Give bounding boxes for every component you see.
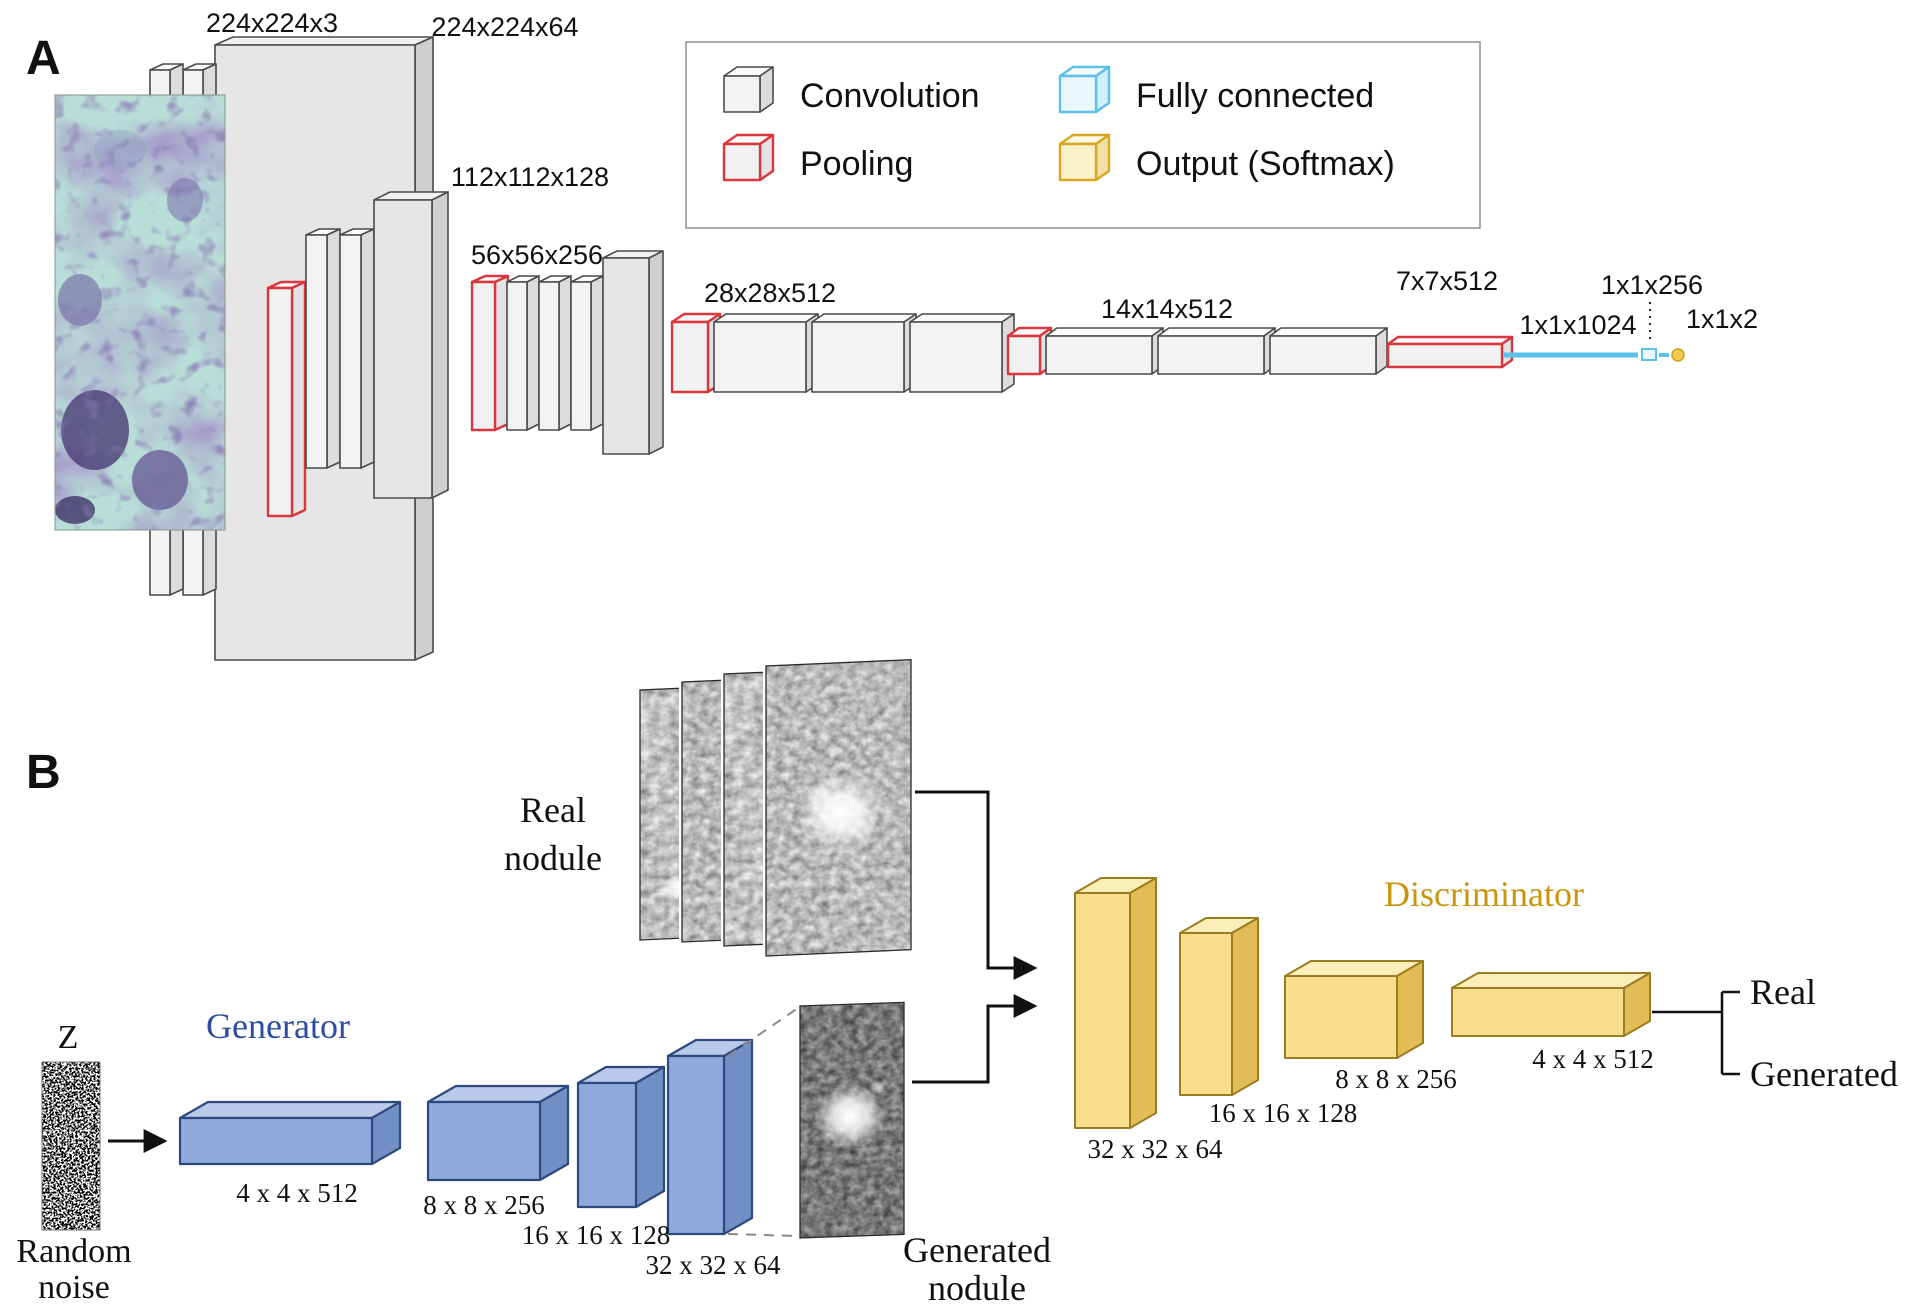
conv-28-box-1 [713, 313, 819, 393]
z-label: Z [58, 1019, 79, 1056]
generated-nodule-label-line1: Generated [903, 1230, 1051, 1270]
projection-dash-bottom [727, 1233, 799, 1237]
generator-dim-2: 8 x 8 x 256 [423, 1190, 545, 1220]
discriminator-boxes [1074, 877, 1651, 1129]
discriminator-layer-2 [1179, 917, 1259, 1096]
noise-texture [42, 1062, 100, 1230]
pool-layer-112 [266, 280, 307, 518]
dim-label-56x56x256: 56x56x256 [471, 240, 603, 270]
generated-nodule-image [797, 999, 907, 1242]
input-histology-image [54, 94, 226, 531]
fully-connected-layers [1504, 302, 1685, 362]
panel-a-label: A [26, 32, 61, 85]
legend-cubes [722, 65, 1111, 182]
pool-layer-7 [1386, 335, 1514, 369]
dim-label-1x1x256: 1x1x256 [1601, 270, 1703, 300]
generator-layer-4 [666, 1038, 754, 1236]
dim-label-224x224x3: 224x224x3 [206, 8, 338, 38]
generated-nodule-label-line2: nodule [928, 1268, 1026, 1306]
pooling-legend-cube [722, 133, 775, 182]
generator-projection-dashes [727, 1007, 799, 1237]
output-legend-cube [1058, 133, 1111, 182]
legend-label-convolution: Convolution [800, 77, 980, 115]
discriminator-layer-3 [1284, 960, 1424, 1059]
dim-label-1x1x2: 1x1x2 [1686, 304, 1758, 334]
real-nodule-slice-4 [763, 656, 914, 960]
conv-28-box-3 [909, 313, 1015, 393]
conv-56-slab-2 [538, 275, 572, 431]
legend: Convolution Pooling Fully connected Outp… [685, 41, 1481, 229]
legend-label-output-softmax: Output (Softmax) [1136, 145, 1395, 183]
conv-56-slab-big [602, 250, 664, 455]
convolution-legend-cube [723, 66, 774, 113]
panel-b-label: B [26, 746, 61, 799]
discriminator-dim-3: 8 x 8 x 256 [1335, 1064, 1457, 1094]
random-noise-label-line1: Random [16, 1233, 131, 1270]
discriminator-title: Discriminator [1384, 874, 1584, 914]
dim-label-7x7x512: 7x7x512 [1396, 266, 1498, 296]
discriminator-dim-2: 16 x 16 x 128 [1209, 1098, 1358, 1128]
conv-112-slab-1 [305, 228, 341, 469]
output-real-label: Real [1750, 972, 1816, 1012]
generated-to-discriminator-arrow [912, 994, 1038, 1084]
projection-dash-top [727, 1007, 799, 1057]
output-bracket [1652, 990, 1740, 1076]
random-noise-label-line2: noise [38, 1269, 110, 1306]
conv-28-box-2 [811, 313, 917, 393]
generated-nodule-spot [814, 1084, 886, 1149]
generator-layer-1 [178, 1100, 402, 1166]
dim-label-224x224x64: 224x224x64 [431, 12, 578, 42]
generator-title: Generator [206, 1006, 350, 1046]
conv-112-slab-big [373, 191, 449, 499]
legend-label-pooling: Pooling [800, 145, 913, 183]
generator-dim-3: 16 x 16 x 128 [522, 1220, 671, 1250]
dim-label-28x28x512: 28x28x512 [704, 278, 836, 308]
legend-label-fully-connected: Fully connected [1136, 77, 1374, 115]
pool-layer-56 [470, 274, 510, 432]
discriminator-dim-1: 32 x 32 x 64 [1088, 1134, 1224, 1164]
input-image-border [54, 94, 226, 531]
generator-boxes [178, 1038, 754, 1236]
generator-layer-3 [576, 1065, 666, 1209]
discriminator-layer-4 [1451, 972, 1651, 1037]
real-nodule-label-line2: nodule [504, 838, 602, 878]
panel-a: A 224x224x3 224x224x64 112x112x128 56x56… [26, 8, 1758, 661]
conv-pool-chain [266, 191, 1514, 518]
fully-connected-legend-cube [1058, 65, 1111, 114]
slice-bright-spot [850, 819, 874, 840]
dim-label-1x1x1024: 1x1x1024 [1519, 310, 1636, 340]
dim-label-112x112x128: 112x112x128 [451, 162, 609, 192]
panel-b: B [16, 656, 1898, 1306]
random-noise-image [41, 1061, 101, 1231]
flow-arrows [108, 790, 1038, 1153]
real-to-discriminator-arrow [915, 790, 1038, 980]
conv-56-slab-3 [570, 275, 604, 431]
generator-layer-2 [426, 1084, 570, 1182]
discriminator-layer-1 [1074, 877, 1157, 1129]
input-image-texture-2 [55, 95, 225, 530]
generator-dim-1: 4 x 4 x 512 [236, 1178, 358, 1208]
slice-border [765, 658, 912, 957]
discriminator-dim-4: 4 x 4 x 512 [1532, 1044, 1654, 1074]
pool-layer-28 [670, 312, 722, 394]
generated-bright-spot [870, 1080, 886, 1095]
output-generated-label: Generated [1750, 1054, 1898, 1094]
real-nodule-label-line1: Real [520, 790, 586, 830]
output-node-1x1x2 [1671, 348, 1685, 362]
slice-bright-spot [806, 783, 830, 804]
generator-dim-4: 32 x 32 x 64 [646, 1250, 782, 1280]
pool-layer-14 [1006, 326, 1053, 376]
conv-14-box-2 [1157, 327, 1276, 375]
conv-14-box-1 [1045, 327, 1164, 375]
real-nodule-stack [637, 656, 914, 960]
dim-label-14x14x512: 14x14x512 [1101, 294, 1233, 324]
conv-14-box-3 [1269, 327, 1388, 375]
conv-56-slab-1 [506, 275, 540, 431]
generated-border [799, 1001, 905, 1239]
fc-box-1x1x256 [1641, 348, 1657, 361]
conv-112-slab-2 [339, 228, 375, 469]
noise-border [41, 1061, 101, 1231]
